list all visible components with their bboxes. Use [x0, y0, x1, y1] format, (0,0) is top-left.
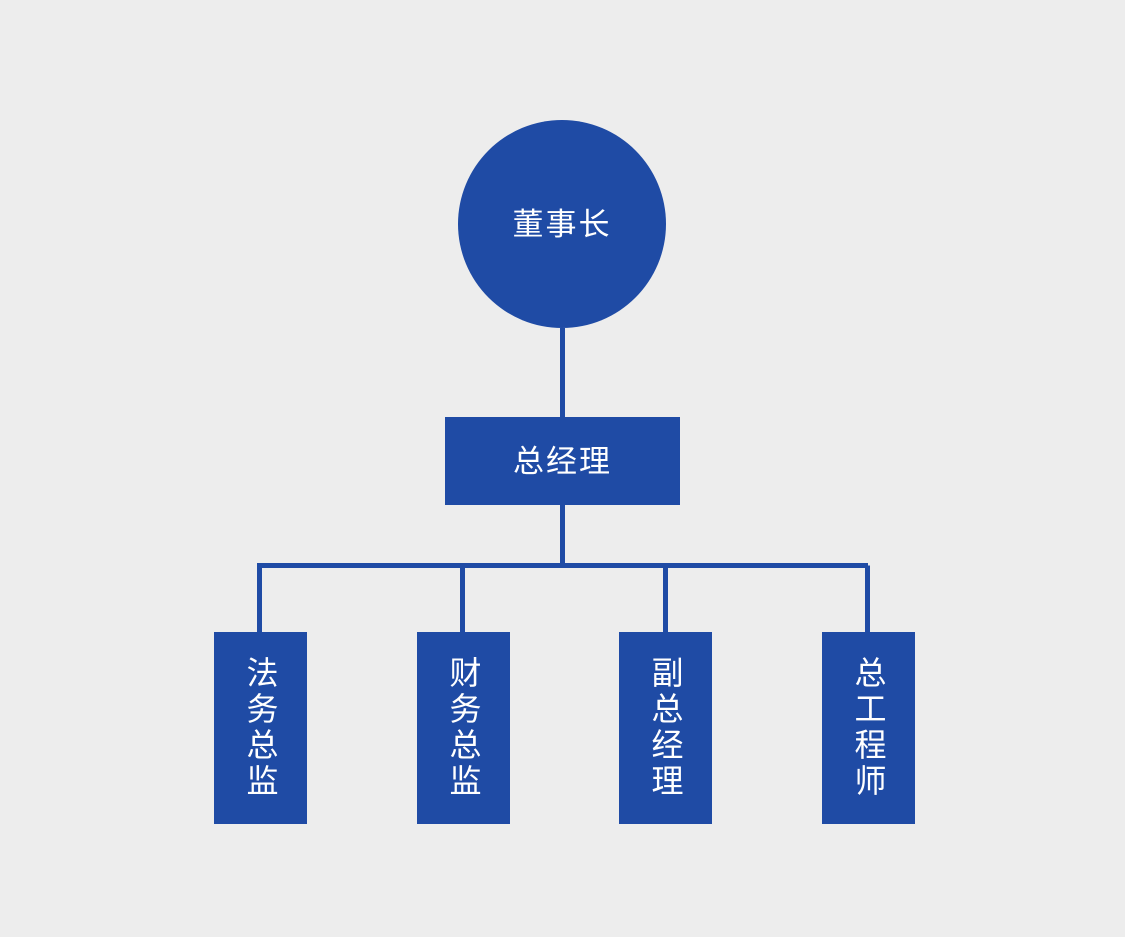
org-node-legal-director-label: 法务总监 [242, 656, 279, 800]
org-node-legal-director[interactable]: 法务总监 [214, 632, 307, 824]
org-node-chairman[interactable]: 董事长 [458, 120, 666, 328]
org-node-finance-director[interactable]: 财务总监 [417, 632, 510, 824]
org-node-finance-director-label: 财务总监 [445, 656, 482, 800]
org-node-general-manager[interactable]: 总经理 [445, 417, 680, 505]
org-node-general-manager-label: 总经理 [513, 443, 612, 479]
org-node-chief-engineer[interactable]: 总工程师 [822, 632, 915, 824]
org-node-chief-engineer-label: 总工程师 [850, 656, 887, 800]
org-node-deputy-general-manager-label: 副总经理 [647, 656, 684, 800]
org-node-chairman-label: 董事长 [512, 206, 612, 242]
org-node-deputy-general-manager[interactable]: 副总经理 [619, 632, 712, 824]
